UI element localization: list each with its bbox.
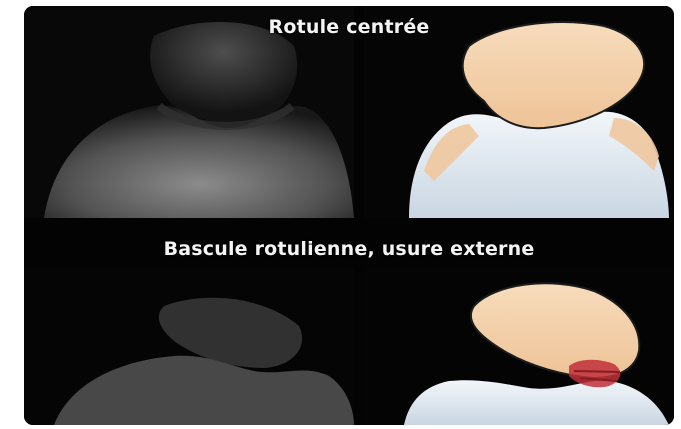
illustration-tilted [364, 268, 674, 425]
caption-centered: Rotule centrée [24, 16, 674, 38]
xray-tilted [24, 268, 354, 425]
figure-graphics [24, 6, 674, 425]
caption-tilted: Bascule rotulienne, usure externe [24, 238, 674, 260]
figure-frame: Rotule centrée Bascule rotulienne, usure… [24, 6, 674, 425]
